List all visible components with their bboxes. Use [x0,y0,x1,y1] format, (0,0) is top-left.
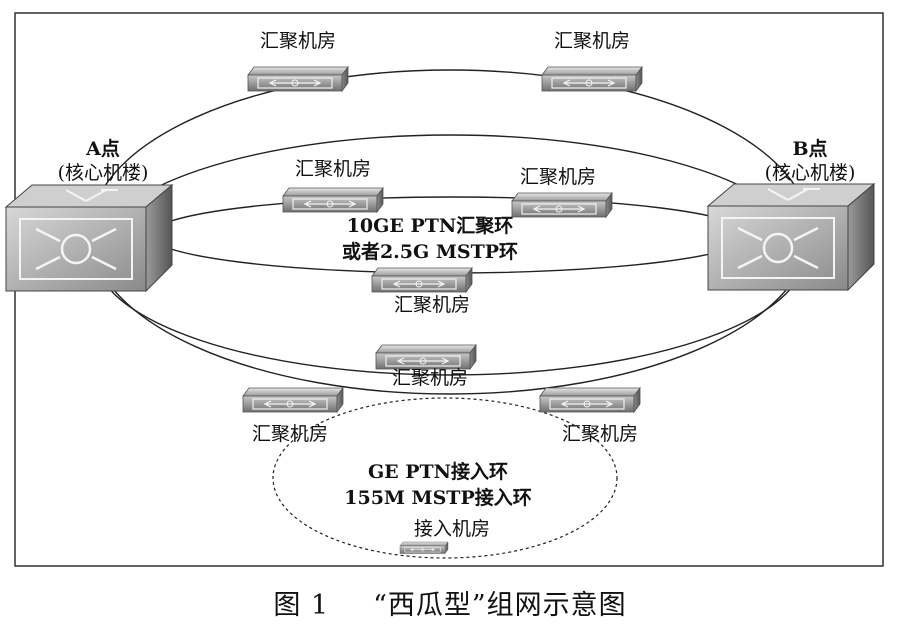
node-mid-left-device [282,187,384,213]
access-ring-line2: 155M MSTP接入环 [344,486,532,509]
core-switch-b [706,182,876,292]
label-mid-right: 汇聚机房 [519,166,597,188]
access-ring-label: GE PTN接入环 155M MSTP接入环 [344,460,532,511]
caption-title: “西瓜型”组网示意图 [373,590,627,621]
aggregation-ring-line2: 或者2.5G MSTP环 [341,240,519,263]
aggregation-ring-line1: 10GE PTN汇聚环 [346,215,514,237]
label-access: 接入机房 [413,518,491,540]
label-top-left: 汇聚机房 [259,30,337,52]
node-mid-bottom-device [371,267,473,293]
label-core-b-name: B点 [792,138,828,160]
caption-figure-number: 图 1 [273,590,330,621]
label-core-a-name: A点 [86,138,120,160]
label-core-b-sub: (核心机楼) [764,162,856,184]
node-lower-center-device [375,344,477,370]
label-lower-right: 汇聚机房 [561,423,639,445]
node-top-right-device [541,66,643,92]
label-lower-left: 汇聚机房 [251,423,329,445]
figure-caption: 图 1 “西瓜型”组网示意图 [0,583,900,622]
node-lower-left-device [242,387,344,413]
label-core-a-sub: (核心机楼) [57,162,149,184]
label-lower-center: 汇聚机房 [391,367,469,389]
label-top-right: 汇聚机房 [553,30,631,52]
access-ring [272,397,618,559]
aggregation-ring-label: 10GE PTN汇聚环 或者2.5G MSTP环 [342,214,518,265]
node-lower-right-device [539,387,641,413]
label-mid-bottom: 汇聚机房 [393,294,471,316]
node-access-device [399,541,449,554]
core-switch-a [4,183,174,293]
access-ring-line1: GE PTN接入环 [367,461,509,483]
label-mid-left: 汇聚机房 [294,158,372,180]
node-top-left-device [247,66,349,92]
node-mid-right-device [511,192,613,218]
